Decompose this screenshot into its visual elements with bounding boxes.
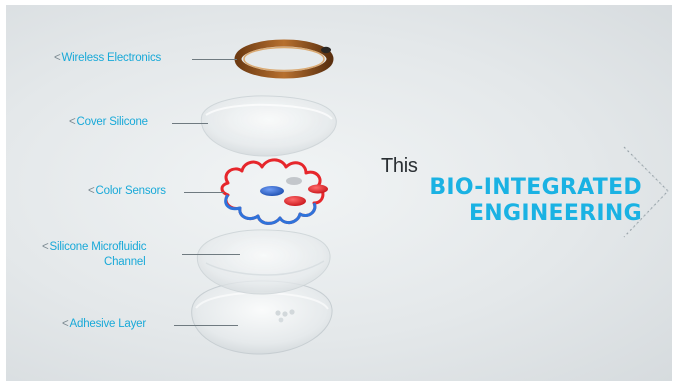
leader-line-wireless — [192, 59, 237, 60]
exploded-device-illustration — [191, 39, 337, 355]
headline-line-2: ENGINEERING — [468, 201, 642, 226]
label-cover-silicone: <Cover Silicone — [69, 116, 148, 128]
headline-intro: This — [381, 155, 418, 177]
microfluidic-channel-disc — [196, 229, 331, 295]
blue-sensor-dot — [260, 186, 284, 196]
label-color-sensors: <Color Sensors — [88, 185, 166, 197]
leader-line-channel — [182, 254, 240, 255]
label-wireless-electronics: <Wireless Electronics — [54, 52, 162, 64]
red-sensor-dot-lower — [284, 196, 306, 206]
gray-sensor-dot — [286, 177, 302, 185]
leader-line-sensors — [184, 192, 224, 193]
color-sensors-assembly — [220, 158, 328, 225]
label-silicone-microfluidic-channel: <Silicone Microfluidic Channel — [42, 241, 147, 268]
label-adhesive-layer: <Adhesive Layer — [62, 318, 147, 330]
headline-line-1: BIO-INTEGRATED — [429, 175, 642, 200]
infographic-canvas: <Wireless Electronics <Cover Silicone <C… — [6, 5, 672, 381]
leader-line-adhesive — [174, 325, 238, 326]
chevron-right-dotted-icon[interactable] — [6, 5, 672, 381]
red-sensor-dot — [308, 184, 328, 194]
cover-silicone-disc — [200, 95, 337, 157]
leader-line-cover — [172, 123, 208, 124]
wireless-coil — [234, 39, 334, 79]
